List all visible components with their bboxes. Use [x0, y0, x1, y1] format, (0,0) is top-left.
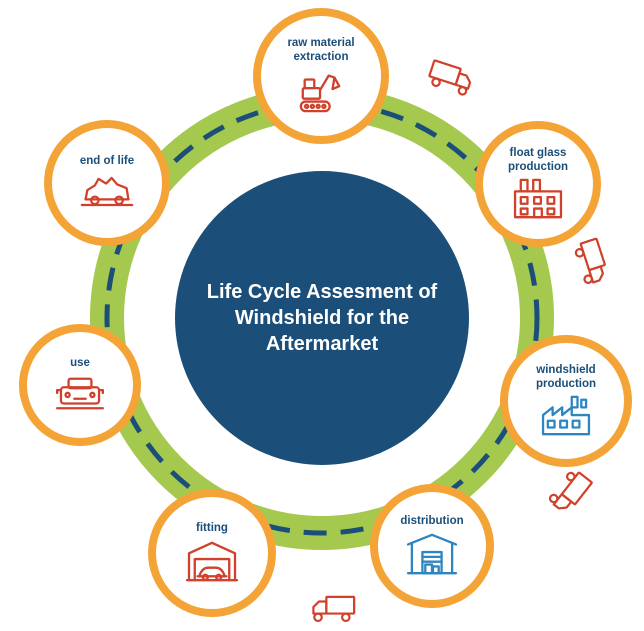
node-end-of-life: end of life [44, 120, 170, 246]
node-use: use [19, 324, 141, 446]
truck-icon [312, 595, 356, 623]
node-windshield-production: windshield production [500, 335, 632, 467]
excavator-icon [299, 74, 341, 113]
node-fitting: fitting [148, 489, 276, 617]
damaged-car-icon [80, 177, 134, 207]
diagram-title: Life Cycle Assesment of Windshield for t… [206, 281, 438, 355]
transport-truck [541, 464, 597, 523]
transport-truck [570, 235, 616, 292]
factory-red-icon [513, 179, 563, 219]
factory-blue-icon [541, 396, 591, 436]
node-raw-material-extraction: raw material extraction [253, 8, 389, 144]
node-float-glass-production: float glass production [475, 121, 601, 247]
car-front-icon [56, 377, 104, 410]
node-label: raw material extraction [287, 36, 355, 63]
transport-truck [306, 592, 356, 624]
node-distribution: distribution [370, 484, 494, 608]
warehouse-icon [406, 534, 458, 575]
node-label: use [70, 356, 90, 369]
garage-car-icon [185, 542, 239, 582]
node-label: distribution [400, 514, 464, 527]
center-title-circle: Life Cycle Assesment of Windshield for t… [175, 171, 469, 465]
truck-icon [428, 59, 472, 96]
node-label: end of life [79, 154, 135, 167]
node-label: float glass production [507, 146, 569, 173]
node-label: fitting [196, 521, 228, 534]
node-label: windshield production [535, 363, 597, 390]
truck-icon [548, 471, 593, 510]
transport-truck [424, 55, 481, 101]
truck-icon [574, 237, 606, 285]
